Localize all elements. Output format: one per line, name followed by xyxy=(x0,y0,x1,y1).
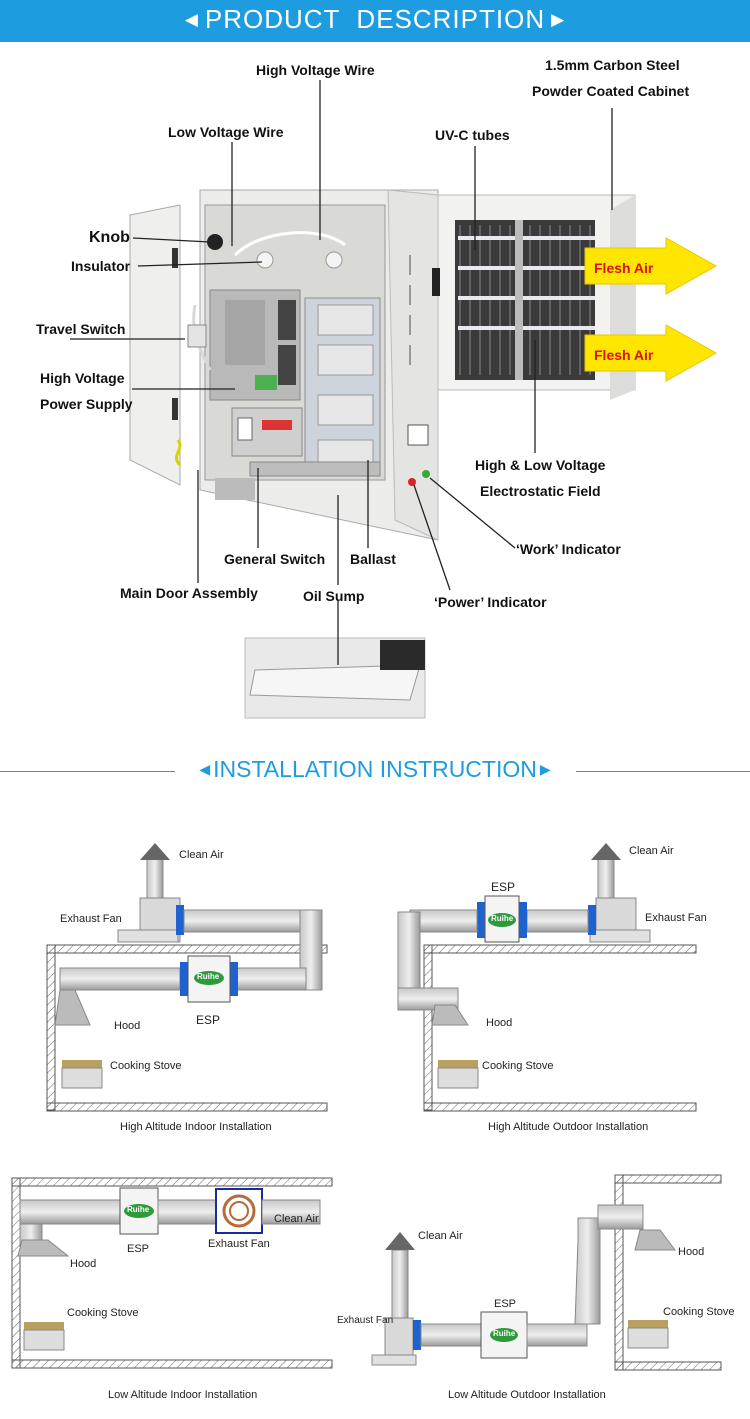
d3-caption: Low Altitude Indoor Installation xyxy=(108,1389,258,1401)
d1-cooking-stove-label: Cooking Stove xyxy=(110,1060,182,1072)
product-illustration xyxy=(70,80,718,719)
hv-supply-label-line2: Power Supply xyxy=(40,396,133,412)
d2-clean-air-label: Clean Air xyxy=(629,845,674,857)
d3-clean-air-label: Clean Air xyxy=(274,1213,319,1225)
diagram-low-altitude-outdoor xyxy=(371,1174,722,1371)
d2-caption: High Altitude Outdoor Installation xyxy=(488,1121,649,1133)
d2-exhaust-fan-label: Exhaust Fan xyxy=(645,912,707,924)
low-voltage-wire-label: Low Voltage Wire xyxy=(168,124,284,140)
d4-hood-label: Hood xyxy=(678,1246,705,1258)
page-title: ◀ PRODUCT DESCRIPTION ▶ xyxy=(0,4,750,35)
right-triangle-icon: ▶ xyxy=(539,761,551,777)
d4-clean-air-label: Clean Air xyxy=(418,1230,463,1242)
brand-badge-1 xyxy=(194,971,224,985)
brand-text-4: Ruihe xyxy=(493,1329,516,1338)
cabinet-label-line2: Powder Coated Cabinet xyxy=(532,83,690,99)
d1-exhaust-fan-label: Exhaust Fan xyxy=(60,913,122,925)
cabinet-label-line1: 1.5mm Carbon Steel xyxy=(545,57,680,73)
hv-supply-label-line1: High Voltage xyxy=(40,370,125,386)
divider-left xyxy=(0,771,175,772)
fresh-air-arrows xyxy=(584,237,718,382)
right-triangle-icon: ▶ xyxy=(551,10,566,29)
brand-text-2: Ruihe xyxy=(491,914,514,923)
left-triangle-icon: ◀ xyxy=(199,761,211,777)
d4-cooking-stove-label: Cooking Stove xyxy=(663,1306,735,1318)
main-door-label: Main Door Assembly xyxy=(120,585,258,601)
d1-esp-label: ESP xyxy=(196,1013,221,1027)
knob-label: Knob xyxy=(89,229,130,246)
d1-caption: High Altitude Indoor Installation xyxy=(120,1121,272,1133)
ballast-label: Ballast xyxy=(350,551,396,567)
page-title-text: PRODUCT DESCRIPTION xyxy=(204,4,546,34)
travel-switch-label: Travel Switch xyxy=(36,321,126,337)
flesh-air-label-1: Flesh Air xyxy=(594,260,654,276)
d4-esp-label: ESP xyxy=(494,1298,517,1310)
brand-badge-4 xyxy=(490,1328,518,1342)
installation-header: ◀INSTALLATION INSTRUCTION▶ xyxy=(0,756,750,788)
main-door xyxy=(129,204,181,486)
field-label-line2: Electrostatic Field xyxy=(480,483,601,499)
d2-esp-label: ESP xyxy=(491,880,516,894)
installation-title: ◀INSTALLATION INSTRUCTION▶ xyxy=(0,756,750,783)
insulator-label: Insulator xyxy=(71,258,131,274)
d4-exhaust-fan-label: Exhaust Fan xyxy=(337,1315,394,1326)
work-indicator-label: ‘Work’ Indicator xyxy=(516,541,621,557)
d3-cooking-stove-label: Cooking Stove xyxy=(67,1307,139,1319)
d4-caption: Low Altitude Outdoor Installation xyxy=(448,1389,606,1401)
brand-text-3: Ruihe xyxy=(127,1205,150,1214)
left-triangle-icon: ◀ xyxy=(184,10,199,29)
high-voltage-wire-label: High Voltage Wire xyxy=(256,62,375,78)
installation-title-text: INSTALLATION INSTRUCTION xyxy=(213,756,537,782)
d2-hood-label: Hood xyxy=(486,1017,513,1029)
oil-sump-inset xyxy=(244,637,426,719)
d1-hood-label: Hood xyxy=(114,1020,141,1032)
power-indicator-label: ‘Power’ Indicator xyxy=(434,594,547,610)
diagram-high-altitude-outdoor xyxy=(397,843,697,1112)
brand-badge-3 xyxy=(124,1204,154,1218)
oil-sump-label: Oil Sump xyxy=(303,588,365,604)
divider-right xyxy=(576,771,750,772)
uvc-tubes-label: UV-C tubes xyxy=(435,127,510,143)
field-label-line1: High & Low Voltage xyxy=(475,457,606,473)
d1-clean-air-label: Clean Air xyxy=(179,849,224,861)
brand-text-1: Ruihe xyxy=(197,972,220,981)
d3-hood-label: Hood xyxy=(70,1258,97,1270)
internal-components xyxy=(174,231,381,500)
leader-lines xyxy=(70,80,613,665)
d2-cooking-stove-label: Cooking Stove xyxy=(482,1060,554,1072)
diagram-high-altitude-indoor xyxy=(46,843,328,1112)
d3-exhaust-fan-label: Exhaust Fan xyxy=(208,1238,270,1250)
d3-esp-label: ESP xyxy=(127,1243,150,1255)
flesh-air-label-2: Flesh Air xyxy=(594,347,654,363)
header-banner xyxy=(0,0,750,42)
brand-badge-2 xyxy=(488,913,516,927)
diagram-low-altitude-indoor xyxy=(11,1177,333,1369)
general-switch-label: General Switch xyxy=(224,551,326,567)
